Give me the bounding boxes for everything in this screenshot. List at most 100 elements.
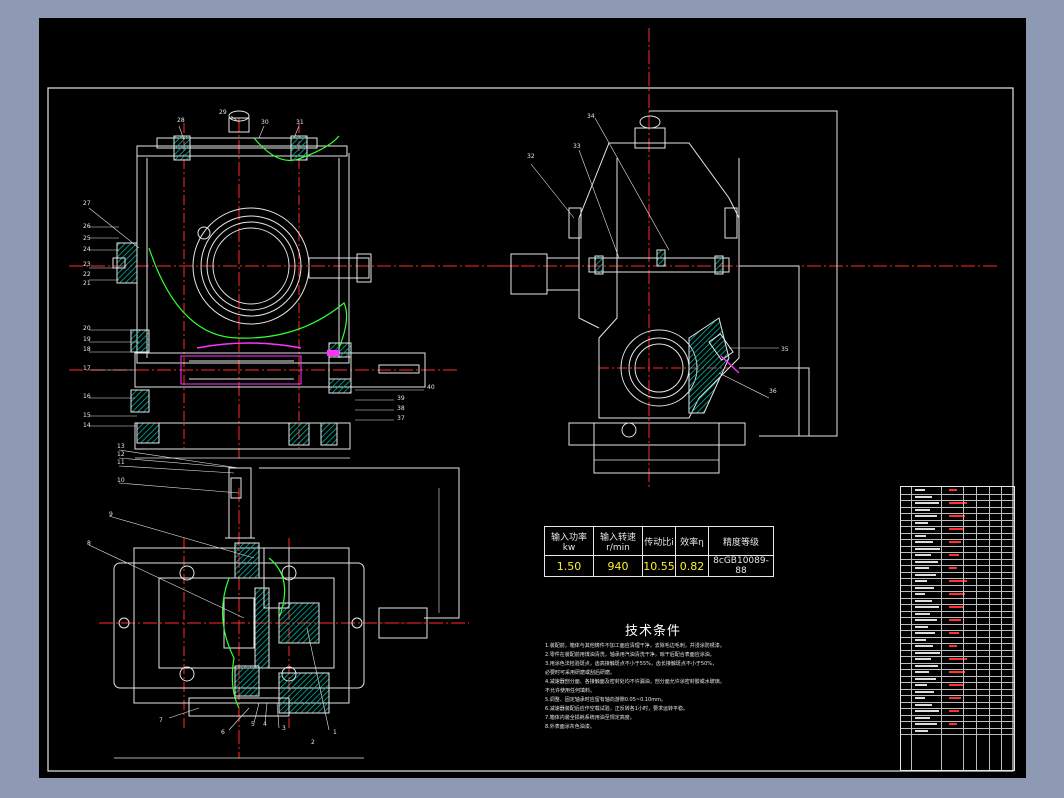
parts-list-text-stroke <box>915 567 929 569</box>
parts-list-text-stroke <box>949 632 959 634</box>
parts-list-text-stroke <box>915 573 936 576</box>
parts-list-row <box>901 552 1014 560</box>
parts-list-text-stroke <box>915 684 927 686</box>
svg-text:21: 21 <box>83 280 91 287</box>
parts-list-text-stroke <box>915 606 939 608</box>
svg-text:34: 34 <box>587 113 595 120</box>
tech-note: 5.调整、固定轴承时应留有轴向游隙0.05~0.10mm。 <box>545 697 666 703</box>
svg-text:39: 39 <box>397 395 405 402</box>
parts-list-row <box>901 676 1014 683</box>
parts-list-text-stroke <box>949 671 965 673</box>
svg-text:28: 28 <box>177 117 185 124</box>
perf-value-cell: 940 <box>593 555 643 577</box>
tech-requirements-list: 1.装配前，箱体与其他铸件不加工面应清理干净，去除毛边毛刺，并浸涂防锈漆。 2.… <box>545 642 875 732</box>
parts-list-text-stroke <box>915 612 930 615</box>
svg-text:35: 35 <box>781 346 789 353</box>
parts-list-text-stroke <box>915 619 937 621</box>
svg-text:37: 37 <box>397 415 405 422</box>
svg-text:2: 2 <box>311 739 315 746</box>
svg-text:30: 30 <box>261 119 269 126</box>
perf-header-cell: 效率η <box>675 526 709 556</box>
perf-header-cell: 输入功率kw <box>544 526 594 556</box>
parts-list-text-stroke <box>915 599 932 602</box>
tech-note: 必要时可采用研磨或刮后研磨。 <box>545 670 616 676</box>
parts-list-text-stroke <box>915 703 932 706</box>
parts-list-text-stroke <box>915 632 935 634</box>
parts-list-text-stroke <box>915 508 930 511</box>
svg-text:8: 8 <box>87 540 91 547</box>
parts-list-row <box>901 513 1014 521</box>
tech-note: 4.减速器剖分面、各接触面及密封处均不许漏油，剖分面允许涂密封胶或水玻璃， <box>545 679 725 685</box>
parts-list-text-stroke <box>915 671 929 673</box>
parts-list-row <box>901 617 1014 625</box>
parts-list-text-stroke <box>915 502 939 504</box>
parts-list-text-stroke <box>915 723 937 725</box>
parts-list-row <box>901 650 1014 657</box>
tech-note: 不允许使用任何填料。 <box>545 688 596 694</box>
performance-table: 输入功率kw 输入转速r/min 传动比i 效率η 精度等级 1.50 940 … <box>544 526 774 577</box>
parts-list-text-stroke <box>915 658 931 660</box>
parts-list-text-stroke <box>949 619 961 621</box>
svg-text:1: 1 <box>333 729 337 736</box>
parts-list-row <box>901 598 1014 605</box>
parts-list-row <box>901 643 1014 651</box>
parts-list-row <box>901 702 1014 709</box>
parts-list-text-stroke <box>915 554 931 556</box>
parts-list-row <box>901 585 1014 592</box>
parts-list-text-stroke <box>915 541 933 543</box>
perf-header-cell: 精度等级 <box>708 526 774 556</box>
svg-text:32: 32 <box>527 153 535 160</box>
parts-list-text-stroke <box>949 541 961 543</box>
parts-list-text-stroke <box>915 593 925 595</box>
tech-note: 1.装配前，箱体与其他铸件不加工面应清理干净，去除毛边毛刺，并浸涂防锈漆。 <box>545 643 725 649</box>
svg-text:9: 9 <box>109 511 113 518</box>
svg-text:7: 7 <box>159 717 163 724</box>
parts-list-text-stroke <box>949 502 967 504</box>
top-view <box>88 449 469 759</box>
svg-text:11: 11 <box>117 459 125 466</box>
parts-list-text-stroke <box>915 528 935 530</box>
tech-requirements-title: 技术条件 <box>625 624 682 639</box>
parts-list-text-stroke <box>949 528 963 530</box>
svg-text:10: 10 <box>117 477 125 484</box>
svg-text:27: 27 <box>83 200 91 207</box>
perf-header-cell: 传动比i <box>642 526 676 556</box>
svg-text:13: 13 <box>117 443 125 450</box>
parts-list-text-stroke <box>915 489 925 491</box>
parts-list-row <box>901 721 1014 729</box>
parts-list-text-stroke <box>915 547 940 550</box>
side-view <box>499 28 999 488</box>
svg-text:40: 40 <box>427 384 435 391</box>
drawing-frame <box>47 87 1014 772</box>
parts-list-row <box>901 500 1014 508</box>
parts-list-column-rule <box>976 487 977 770</box>
svg-text:25: 25 <box>83 235 91 242</box>
front-view-labels: 28 29 30 31 27 26 25 24 23 22 21 20 19 1… <box>83 109 435 429</box>
tech-note: 8.外表面涂灰色油漆。 <box>545 724 595 730</box>
parts-list-row <box>901 507 1014 514</box>
svg-text:15: 15 <box>83 412 91 419</box>
parts-list-text-stroke <box>949 710 959 712</box>
parts-list-text-stroke <box>915 495 932 498</box>
parts-list-text-stroke <box>915 716 930 719</box>
parts-list-column-rule <box>911 487 912 770</box>
parts-list-row <box>901 494 1014 501</box>
parts-list-row <box>901 487 1014 495</box>
svg-text:31: 31 <box>296 119 304 126</box>
parts-list-title-block <box>900 486 1015 771</box>
parts-list-text-stroke <box>949 567 957 569</box>
svg-text:16: 16 <box>83 393 91 400</box>
parts-list-text-stroke <box>949 645 957 647</box>
parts-list-row <box>901 539 1014 547</box>
parts-list-text-stroke <box>915 697 925 699</box>
parts-list-text-stroke <box>915 534 926 537</box>
parts-list-text-stroke <box>949 554 959 556</box>
parts-list-row <box>901 663 1014 670</box>
parts-list-row <box>901 533 1014 540</box>
parts-list-row <box>901 695 1014 703</box>
tech-note: 7.箱体内装全损耗系统用油至规定高度。 <box>545 715 635 721</box>
parts-list-text-stroke <box>915 690 934 693</box>
parts-list-row <box>901 520 1014 527</box>
parts-list-row <box>901 559 1014 566</box>
tech-note: 2.零件在装配前用煤油清洗，轴承用汽油清洗干净，晾干后配合表面应涂油。 <box>545 652 715 658</box>
